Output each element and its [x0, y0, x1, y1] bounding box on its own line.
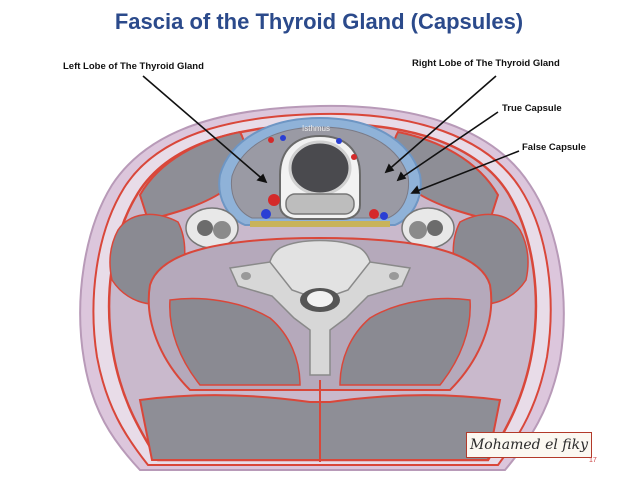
- right-lobe-pointer: [385, 75, 497, 173]
- left-carotid-sheath: [185, 207, 239, 249]
- page-number: 17: [589, 457, 597, 464]
- left-lobe-pointer: [142, 75, 267, 183]
- right-deep-neck-muscles: [339, 297, 471, 386]
- true-capsule-pointer: [397, 111, 499, 181]
- left-small-vein: [280, 135, 286, 141]
- false-capsule-pointer: [411, 150, 520, 194]
- right-transverse-foramen: [389, 272, 399, 280]
- right-small-vein: [336, 138, 342, 144]
- prevertebral-band: [250, 221, 390, 227]
- left-transverse-foramen: [241, 272, 251, 280]
- author-signature: Mohamed el fiky: [466, 432, 592, 458]
- left-small-artery: [268, 137, 274, 143]
- label-isthmus: Isthmus: [302, 124, 331, 133]
- label-true-capsule: True Capsule: [502, 103, 562, 114]
- left-carotid-artery: [268, 194, 280, 206]
- label-right-lobe: Right Lobe of The Thyroid Gland: [412, 58, 560, 69]
- label-false-capsule: False Capsule: [522, 142, 586, 153]
- slide-title: Fascia of the Thyroid Gland (Capsules): [114, 9, 524, 34]
- esophagus: [285, 193, 355, 215]
- right-carotid-sheath: [401, 207, 455, 249]
- right-small-artery: [351, 154, 357, 160]
- tracheal-lumen: [288, 140, 352, 196]
- right-jugular-vein: [380, 212, 388, 220]
- spinal-cord: [307, 291, 333, 307]
- label-left-lobe: Left Lobe of The Thyroid Gland: [63, 61, 204, 72]
- pointer-lines: [142, 75, 520, 194]
- left-deep-neck-muscles: [169, 297, 301, 386]
- right-carotid-artery: [369, 209, 379, 219]
- left-jugular-vein: [261, 209, 271, 219]
